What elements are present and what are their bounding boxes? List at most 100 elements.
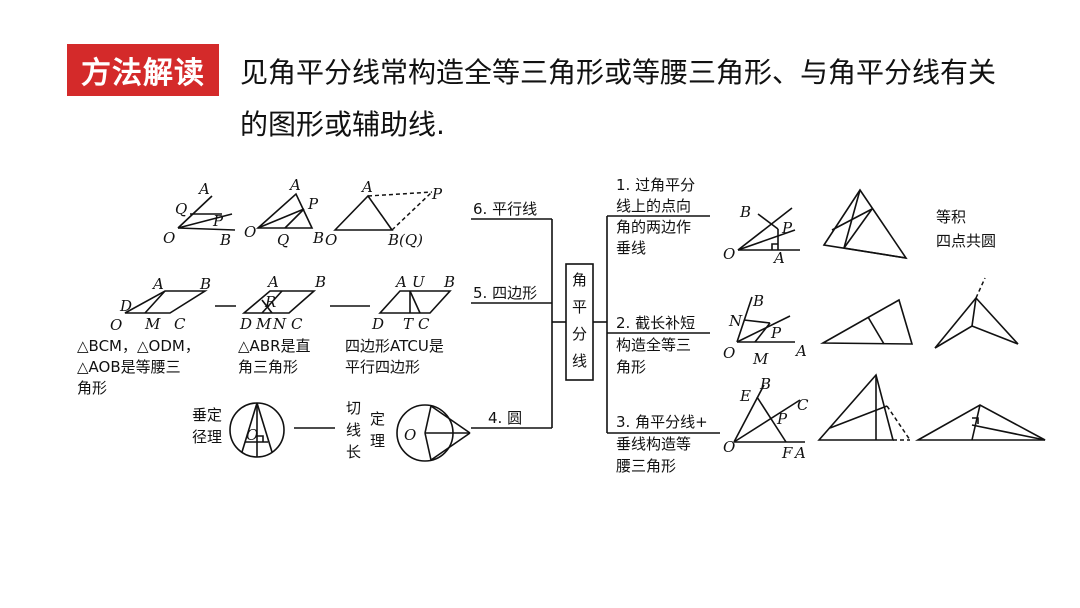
- fig-r2-label-p: P: [770, 324, 782, 342]
- fig-q2-label-r: R: [264, 293, 276, 311]
- tangent-caption-2-line-1: 定: [370, 410, 385, 428]
- fig-r1-label-p: P: [781, 219, 793, 237]
- quad-2-caption-line-1: △ABR是直: [238, 337, 311, 355]
- branch-cut-long-line-1: 2. 截长补短: [616, 314, 695, 332]
- fig-q3-label-a: A: [394, 273, 407, 291]
- center-char-4: 线: [572, 352, 587, 370]
- fig-q2-label-n: N: [272, 315, 287, 333]
- figure-parallel-3: A P O B(Q): [325, 178, 443, 249]
- fig-p3-label-a: A: [360, 178, 373, 196]
- fig-q1-label-d: D: [119, 297, 132, 315]
- description-line-1: 见角平分线常构造全等三角形或等腰三角形、与角平分线有关: [240, 56, 997, 89]
- fig-r2-label-b: B: [752, 292, 764, 310]
- branch-isosceles-line-3: 腰三角形: [616, 457, 676, 475]
- fig-q2-label-c: C: [291, 315, 303, 333]
- fig-r1-label-a: A: [772, 249, 785, 267]
- fig-q1-label-a: A: [151, 275, 164, 293]
- chord-caption-line-2: 径理: [192, 428, 222, 446]
- fig-r3-label-a: A: [793, 444, 806, 462]
- figure-quad-1: A B D O M C: [110, 275, 211, 334]
- right-connectors: [593, 215, 720, 434]
- figure-right-3c: [914, 404, 1046, 441]
- branch-cut-long-line-3: 角形: [616, 358, 646, 376]
- method-description: 见角平分线常构造全等三角形或等腰三角形、与角平分线有关 的图形或辅助线.: [240, 47, 1050, 151]
- quad-1-caption-line-1: △BCM，△ODM，: [77, 337, 200, 355]
- fig-q3-label-b: B: [443, 273, 455, 291]
- figure-right-1b: [822, 188, 908, 260]
- tangent-caption-1-line-1: 切: [346, 399, 361, 417]
- branch-cut-long-line-2: 构造全等三: [616, 336, 691, 354]
- figure-right-3: E B C P O F A: [723, 375, 809, 462]
- fig-p2-label-q: Q: [277, 231, 289, 249]
- fig-q2-label-d: D: [239, 315, 252, 333]
- branch-circle: 4. 圆: [488, 409, 522, 427]
- fig-r3-label-e: E: [739, 387, 751, 405]
- quad-3-caption-line-1: 四边形ATCU是: [345, 337, 444, 355]
- branch-perpendicular-line-3: 角的两边作: [616, 218, 691, 236]
- fig-q3-label-c: C: [418, 315, 430, 333]
- fig-r2-label-m: M: [752, 350, 769, 368]
- fig-q3-label-t: T: [403, 315, 414, 333]
- method-badge: 方法解读: [67, 44, 219, 96]
- figure-right-1: B P O A: [723, 203, 800, 267]
- figure-circle-2: O: [396, 404, 471, 462]
- fig-p3-label-o: O: [325, 231, 337, 249]
- fig-c1-label-o: O: [246, 426, 258, 444]
- tangent-caption-1-line-3: 长: [346, 443, 361, 461]
- fig-p2-label-o: O: [244, 223, 256, 241]
- branch-perpendicular-line-4: 垂线: [616, 239, 646, 257]
- quad-1-caption-line-2: △AOB是等腰三: [77, 358, 181, 376]
- fig-p1-label-p: P: [212, 212, 224, 230]
- fig-p1-label-b: B: [219, 231, 231, 249]
- center-char-2: 平: [572, 298, 587, 316]
- branch-isosceles-line-2: 垂线构造等: [616, 435, 691, 453]
- branch-quadrilateral: 5. 四边形: [473, 284, 537, 302]
- quad-2-caption-line-2: 角三角形: [238, 358, 298, 376]
- description-line-2: 的图形或辅助线.: [240, 108, 445, 141]
- fig-q1-label-m: M: [144, 315, 161, 333]
- fig-q2-label-m: M: [255, 315, 272, 333]
- fig-p2-label-a: A: [288, 176, 301, 194]
- fig-r3-label-o: O: [723, 438, 735, 456]
- fig-q3-label-d: D: [371, 315, 384, 333]
- tangent-caption-2-line-2: 理: [370, 432, 385, 450]
- fig-r3-label-f: F: [781, 444, 793, 462]
- fig-p1-label-o: O: [163, 229, 175, 247]
- figure-right-3b: [817, 373, 911, 441]
- figure-right-2: B N P O M A: [723, 292, 807, 368]
- fig-r3-label-c: C: [797, 396, 809, 414]
- center-char-1: 角: [572, 271, 587, 289]
- figure-circle-1: O: [229, 402, 285, 458]
- figure-right-2c: [934, 277, 1019, 349]
- figure-parallel-2: A P O Q B: [244, 176, 324, 249]
- branch-isosceles-line-1: 3. 角平分线+: [616, 413, 708, 431]
- fig-p3-label-bq: B(Q): [387, 231, 423, 249]
- fig-r1-label-o: O: [723, 245, 735, 263]
- fig-p2-label-p: P: [307, 195, 319, 213]
- left-connectors: [471, 218, 566, 429]
- fig-p2-label-b: B: [312, 229, 324, 247]
- equal-area-caption-line-2: 四点共圆: [936, 232, 996, 250]
- figure-quad-2: A B R D M N C: [239, 273, 326, 333]
- fig-r2-label-o: O: [723, 344, 735, 362]
- fig-r2-label-a: A: [794, 342, 807, 360]
- quad-1-caption-line-3: 角形: [77, 379, 107, 397]
- fig-q2-label-b: B: [314, 273, 326, 291]
- center-char-3: 分: [572, 325, 587, 343]
- equal-area-caption-line-1: 等积: [936, 208, 966, 226]
- fig-c2-label-o: O: [404, 426, 416, 444]
- quad-3-caption-line-2: 平行四边形: [345, 358, 420, 376]
- fig-r1-label-b: B: [739, 203, 751, 221]
- figure-quad-3: A U B D T C: [371, 273, 455, 333]
- fig-r3-label-p: P: [776, 410, 788, 428]
- fig-p1-label-q: Q: [175, 200, 187, 218]
- fig-q1-label-o: O: [110, 316, 122, 334]
- figure-right-2b: [820, 298, 914, 345]
- fig-q1-label-c: C: [174, 315, 186, 333]
- branch-parallel-lines: 6. 平行线: [473, 200, 537, 218]
- fig-p3-label-p: P: [431, 185, 443, 203]
- figure-parallel-1: A Q P O B: [163, 180, 236, 249]
- branch-perpendicular-line-2: 线上的点向: [616, 197, 691, 215]
- fig-p1-label-a: A: [197, 180, 210, 198]
